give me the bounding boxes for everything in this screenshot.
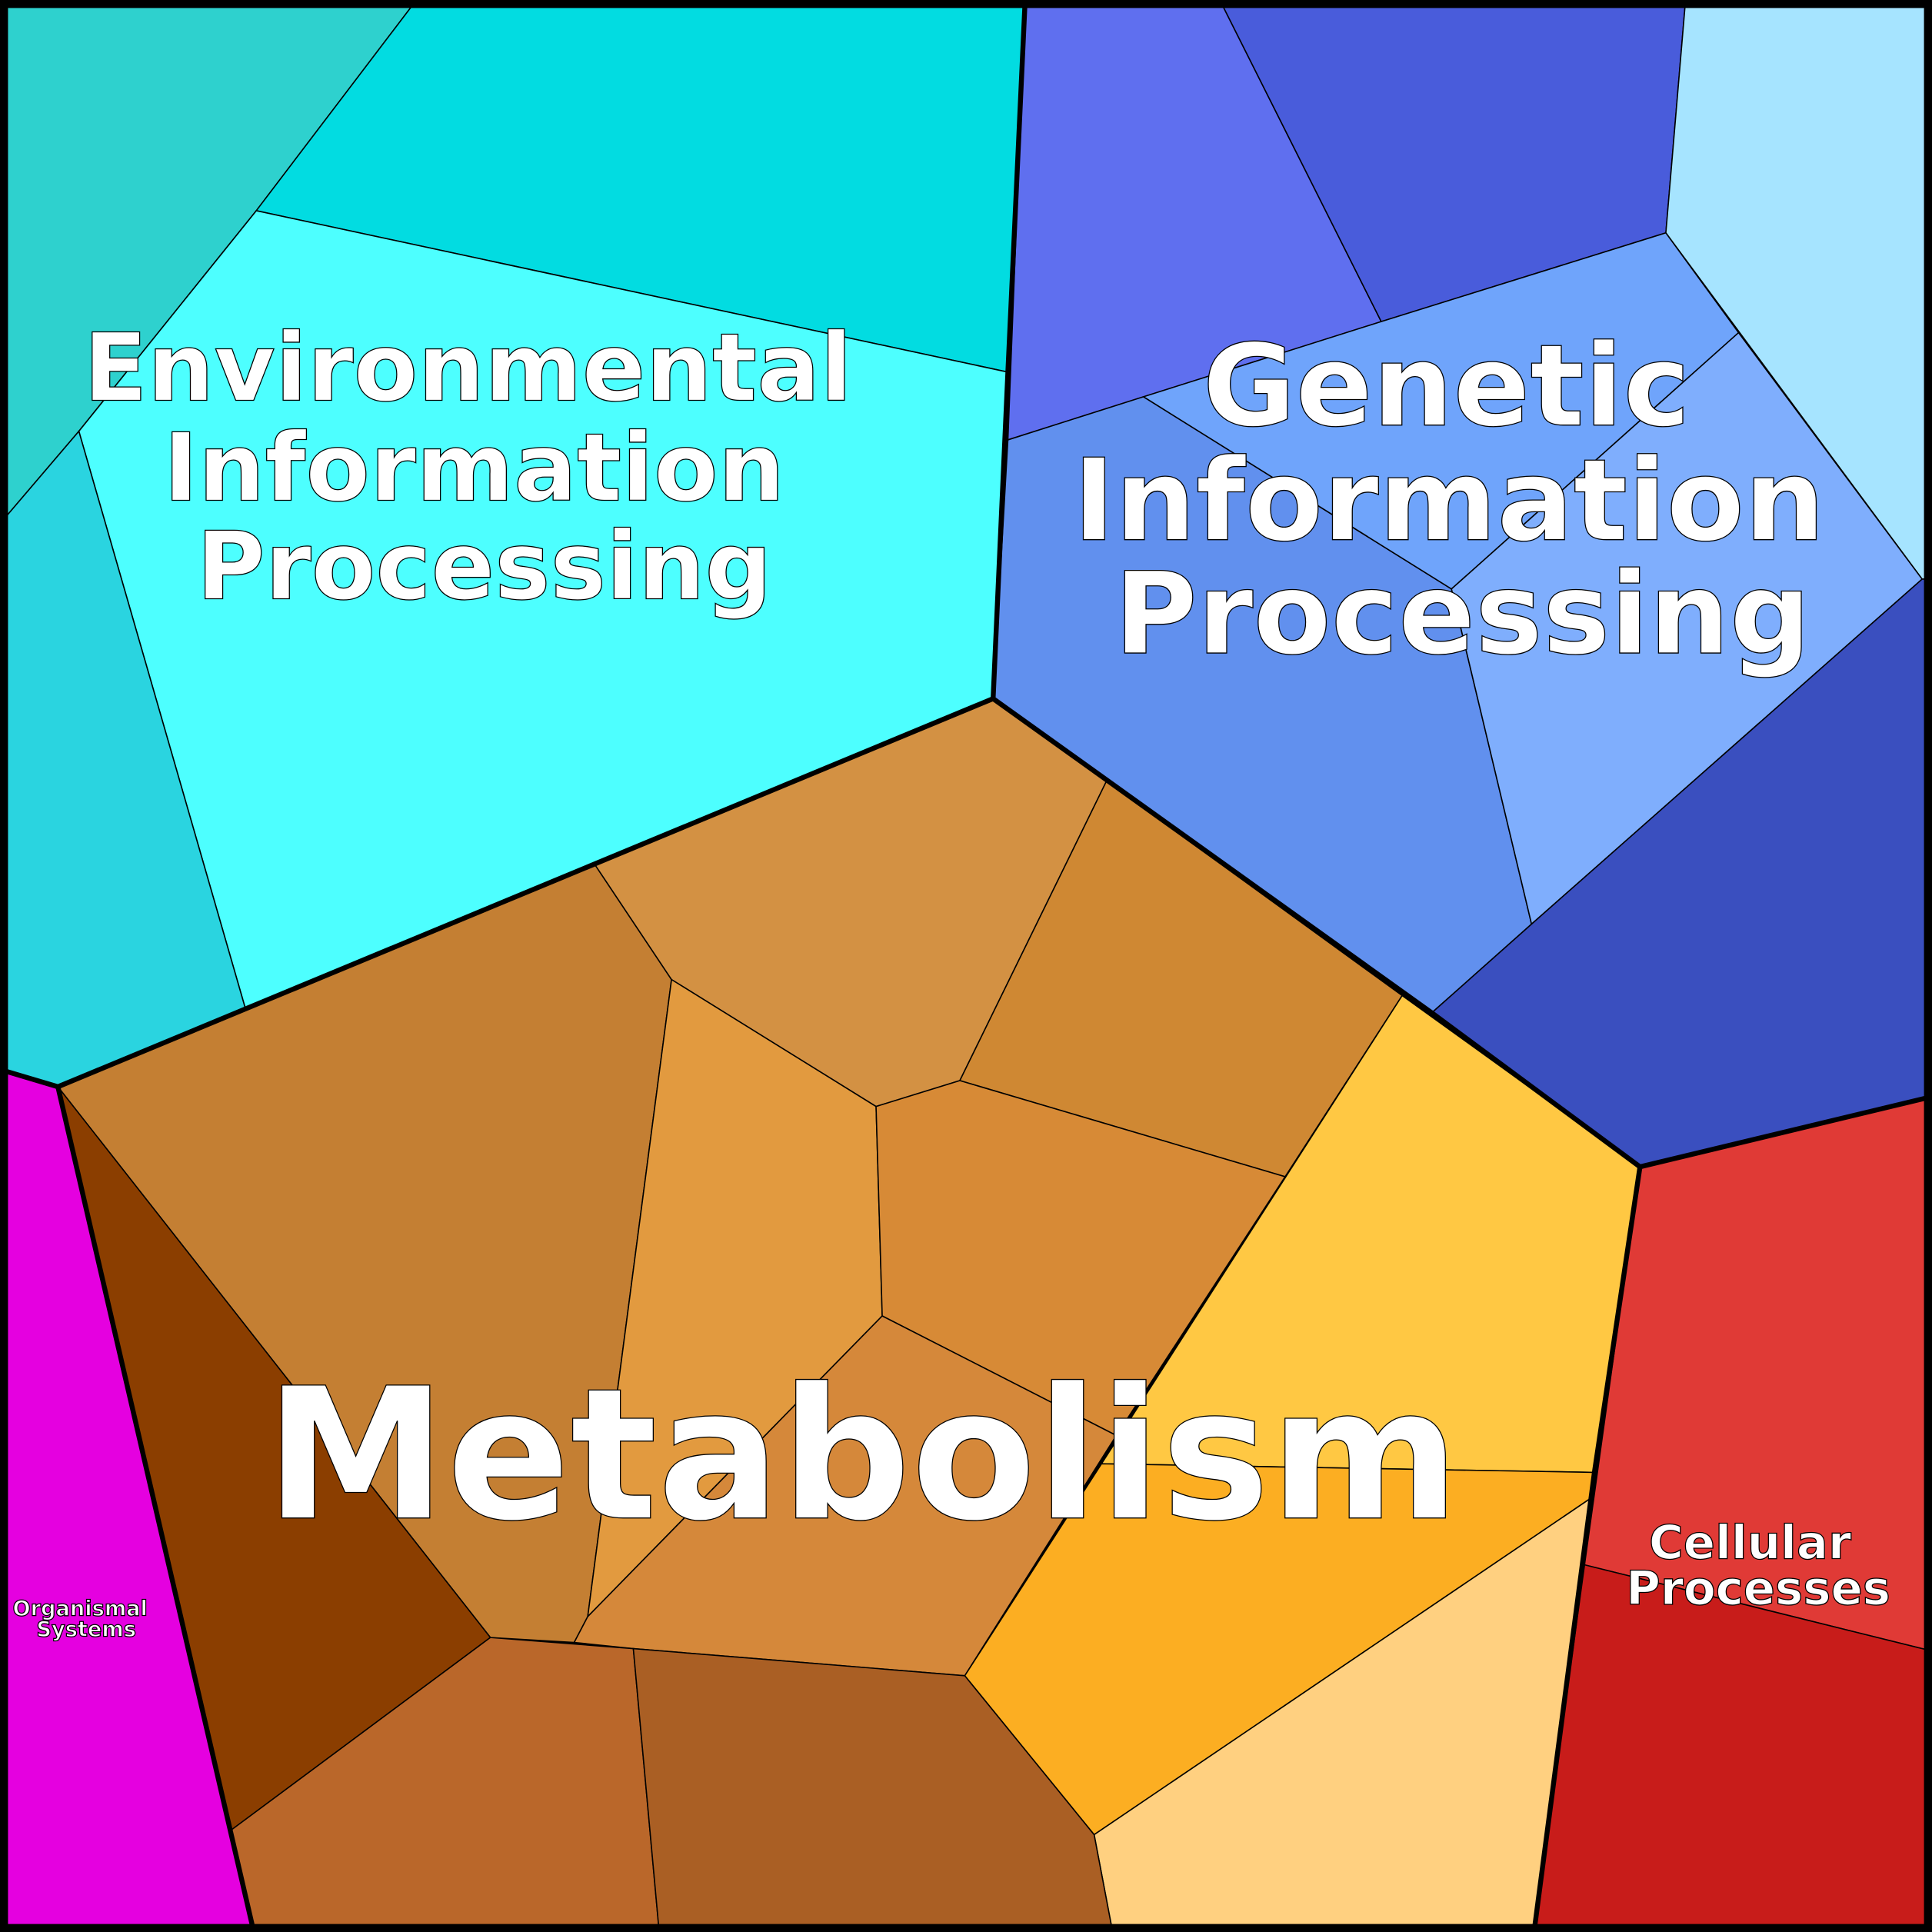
label-genetic: Genetic Information Processing (1073, 320, 1864, 680)
label-cellular: Cellular Processes (1626, 1516, 1890, 1616)
cell (1141, 232, 1740, 590)
label-metabolism: Metabolism (265, 1349, 1460, 1561)
cell (231, 1637, 660, 1932)
cell (632, 1647, 1114, 1932)
region-cellular (1533, 1095, 1932, 1932)
region-genetic (992, 0, 1932, 1168)
region-metabolism (57, 698, 1641, 1932)
region-environmental (0, 0, 1026, 1088)
label-organismal: Organismal Systems (13, 1597, 155, 1641)
cell (875, 1080, 1287, 1437)
label-environmental: Environmental Information Processing (84, 314, 885, 621)
